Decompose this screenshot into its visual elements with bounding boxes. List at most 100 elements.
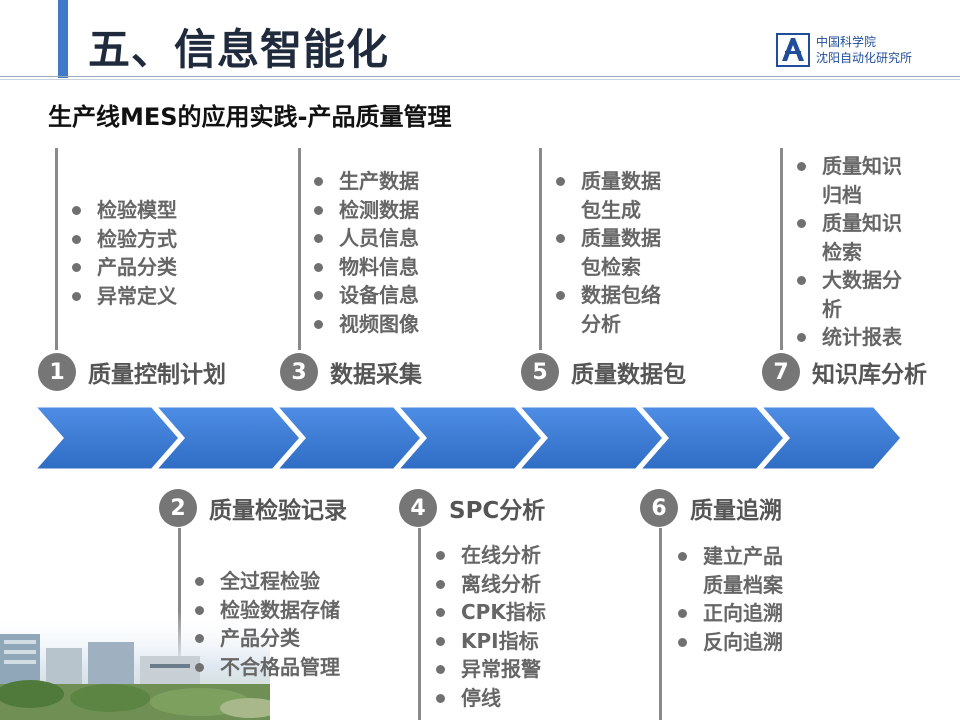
- title-divider: [0, 76, 960, 77]
- list-item: 在线分析: [436, 541, 546, 570]
- stage-4-header: 4 SPC分析: [399, 488, 545, 528]
- bullet-dot: [556, 177, 565, 186]
- stage-label: 质量控制计划: [88, 362, 226, 388]
- stage-number-badge: 5: [521, 353, 559, 391]
- logo-line-2: 沈阳自动化研究所: [816, 51, 913, 65]
- list-item: 检验模型: [72, 196, 177, 225]
- stage-label: 质量数据包: [571, 362, 686, 388]
- list-item: 质量知识 归档: [797, 152, 902, 209]
- chevron-segment-6: [637, 406, 787, 470]
- stage-2-header: 2 质量检验记录: [159, 488, 347, 528]
- list-item: 人员信息: [314, 224, 419, 253]
- bullet-dot: [436, 551, 445, 560]
- bullet-dot: [314, 319, 323, 329]
- stage-4-connector: [418, 528, 421, 720]
- bullet-dot: [314, 177, 323, 186]
- stage-label: 质量检验记录: [209, 498, 347, 524]
- bullet-dot: [436, 665, 445, 674]
- chevron-segment-3: [274, 406, 424, 470]
- stage-5-items: 质量数据 包生成 质量数据 包检索 数据包络 分析: [556, 167, 661, 338]
- list-item: 视频图像: [314, 310, 419, 339]
- list-item: 统计报表: [797, 323, 902, 352]
- institute-logo-icon: [776, 33, 810, 67]
- bullet-dot: [556, 234, 565, 243]
- stage-label: 质量追溯: [690, 498, 782, 524]
- chevron-segment-1: [34, 406, 182, 470]
- list-item: 检测数据: [314, 196, 419, 225]
- stage-5-header: 5 质量数据包: [521, 352, 686, 392]
- bullet-dot: [436, 579, 445, 589]
- bullet-dot: [797, 219, 806, 228]
- stage-7-items: 质量知识 归档 质量知识 检索 大数据分 析 统计报表: [797, 152, 902, 352]
- list-item: CPK指标: [436, 598, 546, 627]
- list-item: 异常定义: [72, 282, 177, 311]
- slide-subtitle: 生产线MES的应用实践-产品质量管理: [48, 103, 452, 131]
- list-item: 检验数据存储: [195, 596, 340, 625]
- bullet-dot: [678, 552, 687, 561]
- stage-3-header: 3 数据采集: [280, 352, 422, 392]
- list-item: 正向追溯: [678, 599, 783, 628]
- logo-line-1: 中国科学院: [816, 35, 877, 49]
- list-item: 质量数据 包生成: [556, 167, 661, 224]
- list-item: 设备信息: [314, 281, 419, 310]
- chevron-segment-5: [516, 406, 666, 470]
- title-accent-bar: [58, 0, 68, 78]
- stage-6-header: 6 质量追溯: [640, 488, 782, 528]
- process-chevron-band: [34, 406, 904, 470]
- bullet-dot: [797, 333, 806, 342]
- list-item: 不合格品管理: [195, 653, 340, 682]
- stage-1-items: 检验模型 检验方式 产品分类 异常定义: [72, 196, 177, 310]
- list-item: 生产数据: [314, 167, 419, 196]
- stage-label: 数据采集: [330, 362, 422, 388]
- stage-label: SPC分析: [449, 498, 546, 524]
- list-item: KPI指标: [436, 627, 546, 656]
- bullet-dot: [314, 262, 323, 272]
- stage-7-connector: [780, 148, 783, 350]
- bullet-dot: [195, 662, 204, 672]
- stage-number-badge: 3: [280, 353, 318, 391]
- bullet-dot: [195, 634, 204, 643]
- stage-7-header: 7 知识库分析: [762, 352, 927, 392]
- page-title: 五、信息智能化: [88, 25, 390, 74]
- list-item: 产品分类: [195, 624, 340, 653]
- bullet-dot: [678, 637, 687, 647]
- stage-number-badge: 2: [159, 489, 197, 527]
- stage-3-items: 生产数据 检测数据 人员信息 物料信息 设备信息 视频图像: [314, 167, 419, 338]
- list-item: 全过程检验: [195, 567, 340, 596]
- list-item: 质量数据 包检索: [556, 224, 661, 281]
- stage-number-badge: 7: [762, 353, 800, 391]
- stage-2-items: 全过程检验 检验数据存储 产品分类 不合格品管理: [195, 567, 340, 681]
- list-item: 数据包络 分析: [556, 281, 661, 338]
- bullet-dot: [436, 636, 445, 646]
- title-divider-secondary: [0, 79, 960, 80]
- bullet-dot: [72, 234, 81, 244]
- bullet-dot: [195, 577, 204, 586]
- bullet-dot: [314, 291, 323, 300]
- stage-1-connector: [55, 148, 58, 350]
- list-item: 停线: [436, 684, 546, 713]
- list-item: 质量知识 检索: [797, 209, 902, 266]
- stage-5-connector: [539, 148, 542, 350]
- chevron-segment-7: [758, 406, 904, 470]
- chevron-segment-4: [395, 406, 545, 470]
- bullet-dot: [72, 291, 81, 301]
- bullet-dot: [195, 605, 204, 615]
- list-item: 物料信息: [314, 253, 419, 282]
- stage-number-badge: 4: [399, 489, 437, 527]
- list-item: 反向追溯: [678, 628, 783, 657]
- bullet-dot: [436, 608, 445, 617]
- list-item: 离线分析: [436, 570, 546, 599]
- stage-number-badge: 6: [640, 489, 678, 527]
- bullet-dot: [556, 291, 565, 300]
- bullet-dot: [72, 263, 81, 272]
- chevron-segment-2: [153, 406, 303, 470]
- stage-1-header: 1 质量控制计划: [38, 352, 226, 392]
- stage-3-connector: [298, 148, 301, 350]
- campus-photo: [0, 612, 270, 720]
- stage-number-badge: 1: [38, 353, 76, 391]
- list-item: 大数据分 析: [797, 266, 902, 323]
- bullet-dot: [436, 693, 445, 703]
- bullet-dot: [797, 276, 806, 285]
- bullet-dot: [797, 162, 806, 171]
- bullet-dot: [314, 234, 323, 243]
